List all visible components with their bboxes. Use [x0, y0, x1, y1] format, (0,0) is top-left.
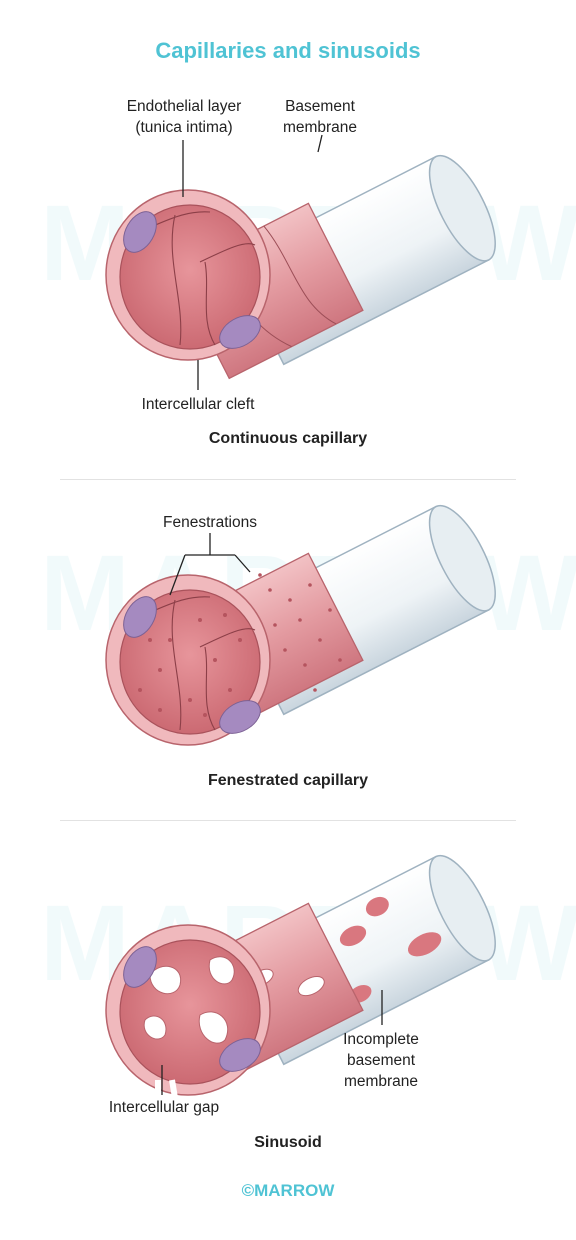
caption-sinusoid: Sinusoid	[254, 1134, 322, 1151]
copyright-footer: ©MARROW	[241, 1181, 335, 1200]
label-fenestrations: Fenestrations	[163, 514, 257, 531]
label-incomplete-basement-membrane: Incomplete basement membrane	[343, 1031, 419, 1090]
fenestration-pores	[138, 613, 242, 717]
divider	[60, 479, 516, 480]
nucleus-icon	[219, 1038, 261, 1072]
diagram-title: Capillaries and sinusoids	[155, 38, 421, 63]
divider	[60, 820, 516, 821]
cell-borders	[129, 596, 256, 731]
leader-line-basement	[317, 134, 323, 153]
nucleus-icon	[219, 315, 261, 349]
cell-borders	[129, 211, 256, 346]
continuous-capillary-figure	[105, 134, 496, 390]
nucleus-icon	[123, 211, 157, 253]
caption-continuous: Continuous capillary	[208, 430, 368, 447]
lumen	[119, 589, 261, 735]
label-intercellular-gap: Intercellular gap	[108, 1099, 220, 1116]
label-endothelial-layer: Endothelial layer (tunica intima)	[126, 98, 242, 136]
nucleus-icon	[123, 946, 157, 988]
sinusoid-figure	[105, 854, 496, 1099]
leader-line-fenestrations	[169, 533, 251, 596]
lumen	[119, 204, 261, 350]
intercellular-gaps	[143, 956, 235, 1044]
caption-fenestrated: Fenestrated capillary	[207, 772, 369, 789]
nucleus-icon	[123, 596, 157, 638]
nucleus-icon	[219, 700, 261, 734]
label-intercellular-cleft: Intercellular cleft	[141, 396, 255, 413]
fenestrated-capillary-figure	[105, 504, 496, 746]
label-basement-membrane: Basement membrane	[282, 98, 358, 136]
fenestration-pores	[258, 573, 342, 692]
